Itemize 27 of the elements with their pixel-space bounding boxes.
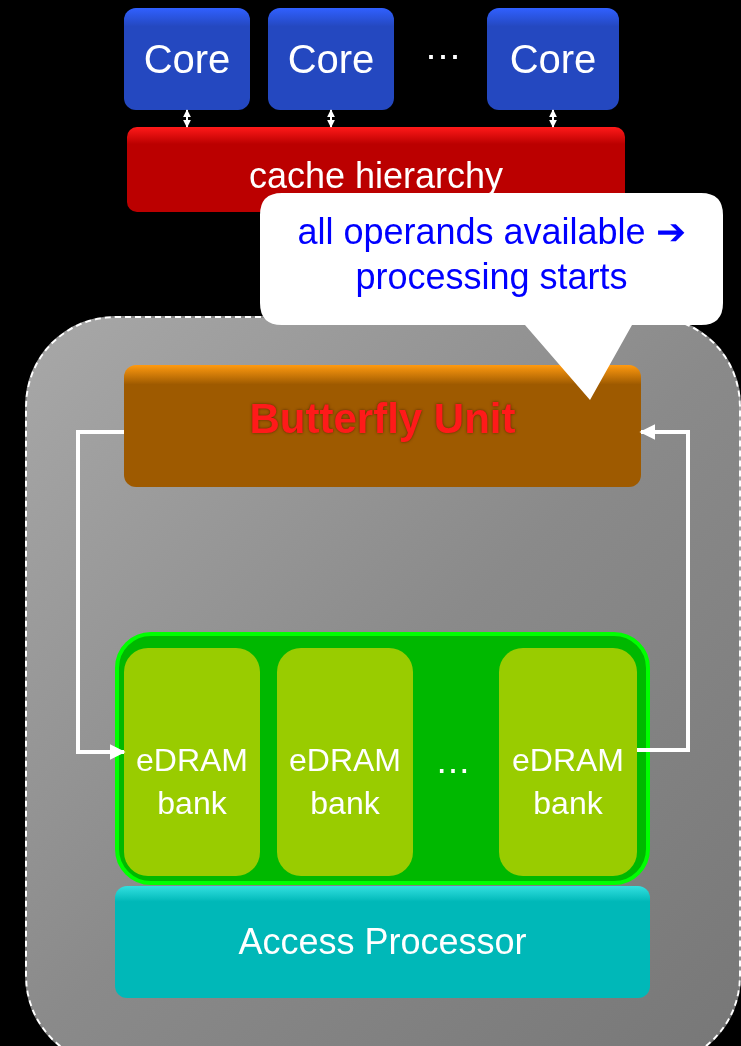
memory-bank-box [277,648,413,876]
core-box [124,8,250,110]
box-label: eDRAM bank [511,740,625,823]
callout-text: all operands available ➔ processing starts [296,210,687,299]
box-label: Butterfly Unit [249,395,516,443]
processor-box [115,886,650,998]
box-label: eDRAM bank [135,740,249,823]
ellipsis-text: ⋯ [436,750,470,790]
memory-bank-box [124,648,260,876]
core-box [487,8,619,110]
ellipsis-text: ⋯ [425,36,461,78]
container-background [25,316,741,1046]
core-box [268,8,394,110]
memory-bank-box [499,648,637,876]
unit-box [124,365,641,487]
arrow [549,109,557,128]
box-label: cache hierarchy [248,154,504,197]
memory-array-box [115,632,650,885]
arrow [76,430,126,760]
box-label: Core [287,36,375,82]
box-label: Access Processor [238,921,527,963]
box-label: Core [143,36,231,82]
box-label: eDRAM bank [288,740,402,823]
arrow [327,109,335,128]
arrow [637,424,690,752]
arrow [183,109,191,128]
box-label: Core [509,36,597,82]
